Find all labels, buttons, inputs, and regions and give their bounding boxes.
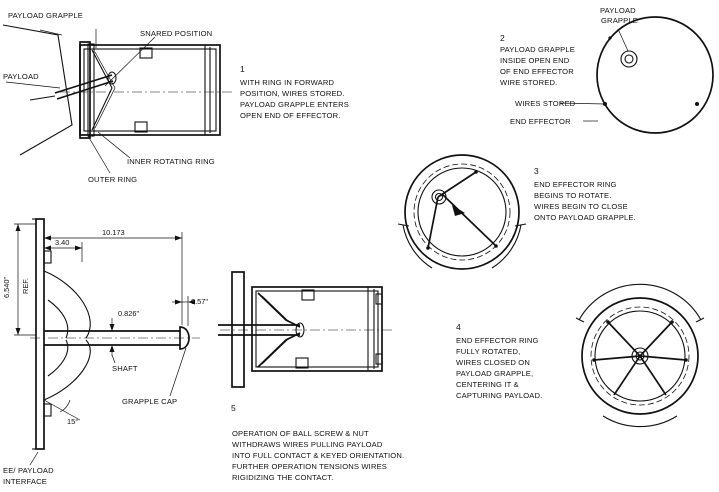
step4-caption: 4 END EFFECTOR RING FULLY ROTATED, WIRES… — [456, 322, 542, 400]
label-step2-payload: PAYLOAD — [600, 6, 636, 15]
step1-caption-line: OPEN END OF EFFECTOR. — [240, 111, 340, 120]
dim-340: 3.40 — [55, 238, 69, 247]
step3-caption-line: BEGINS TO ROTATE. — [534, 191, 612, 200]
step4-caption-line: END EFFECTOR RING — [456, 336, 539, 345]
step2-caption-line: WIRE STORED. — [500, 78, 557, 87]
grapple-dimension-drawing — [14, 218, 200, 466]
step2-caption: 2 PAYLOAD GRAPPLE INSIDE OPEN END OF END… — [500, 33, 575, 87]
step1-caption-line: POSITION, WIRES STORED. — [240, 89, 345, 98]
step4-caption-line: FULLY ROTATED, — [456, 347, 520, 356]
step5-caption-line: RIGIDIZING THE CONTACT. — [232, 473, 333, 482]
step3-caption-line: WIRES BEGIN TO CLOSE — [534, 202, 628, 211]
step1-caption-line: WITH RING IN FORWARD — [240, 78, 334, 87]
dim-057: 0.57" — [191, 297, 208, 306]
step4-caption-line: CENTERING IT & — [456, 380, 519, 389]
step5-caption: OPERATION OF BALL SCREW & NUT WITHDRAWS … — [232, 429, 404, 482]
label-interface-line1: EE/ PAYLOAD — [3, 466, 54, 475]
svg-text:4: 4 — [456, 322, 461, 332]
step5-caption-line: FURTHER OPERATION TENSIONS WIRES — [232, 462, 387, 471]
svg-text:2: 2 — [500, 33, 505, 43]
step5-caption-line: INTO FULL CONTACT & KEYED ORIENTATION. — [232, 451, 404, 460]
step1-side-view — [2, 24, 232, 174]
step1-caption-line: PAYLOAD GRAPPLE ENTERS — [240, 100, 349, 109]
step4-caption-line: CAPTURING PAYLOAD. — [456, 391, 542, 400]
label-shaft: SHAFT — [112, 364, 138, 373]
step2-caption-line: INSIDE OPEN END — [500, 56, 570, 65]
step3-end-view — [397, 154, 527, 270]
label-grapple-cap: GRAPPLE CAP — [122, 397, 177, 406]
label-wires-stored: WIRES STORED — [515, 99, 576, 108]
dim-angle: 15° — [67, 417, 78, 426]
svg-text:1: 1 — [240, 64, 245, 74]
step2-caption-line: OF END EFFECTOR — [500, 67, 574, 76]
step5-caption-line: OPERATION OF BALL SCREW & NUT — [232, 429, 369, 438]
step3-caption-line: ONTO PAYLOAD GRAPPLE. — [534, 213, 636, 222]
label-end-effector: END EFFECTOR — [510, 117, 571, 126]
label-payload: PAYLOAD — [3, 72, 39, 81]
step3-caption-line: END EFFECTOR RING — [534, 180, 617, 189]
step1-caption: 1 WITH RING IN FORWARD POSITION, WIRES S… — [240, 64, 349, 120]
step5-number: 5 — [231, 403, 236, 413]
label-outer-ring: OUTER RING — [88, 175, 137, 184]
dim-0826: 0.826" — [118, 309, 139, 318]
dim-10173: 10.173 — [102, 228, 125, 237]
step4-end-view — [575, 283, 705, 428]
step3-caption: 3 END EFFECTOR RING BEGINS TO ROTATE. WI… — [534, 166, 636, 222]
label-step2-grapple: GRAPPLE — [601, 16, 638, 25]
step2-end-view — [559, 16, 714, 134]
step4-caption-line: PAYLOAD GRAPPLE, — [456, 369, 533, 378]
label-inner-rotating-ring: INNER ROTATING RING — [127, 157, 215, 166]
label-snared-position: SNARED POSITION — [140, 29, 212, 38]
label-interface-line2: INTERFACE — [3, 477, 47, 486]
step5-side-view — [218, 271, 392, 388]
step2-caption-line: PAYLOAD GRAPPLE — [500, 45, 575, 54]
dim-height-ref: REF. — [21, 278, 30, 294]
dim-height-value: 6.540" — [2, 277, 11, 298]
svg-text:3: 3 — [534, 166, 539, 176]
step4-caption-line: WIRES CLOSED ON — [456, 358, 530, 367]
label-payload-grapple: PAYLOAD GRAPPLE — [8, 11, 83, 20]
step5-caption-line: WITHDRAWS WIRES PULLING PAYLOAD — [232, 440, 383, 449]
